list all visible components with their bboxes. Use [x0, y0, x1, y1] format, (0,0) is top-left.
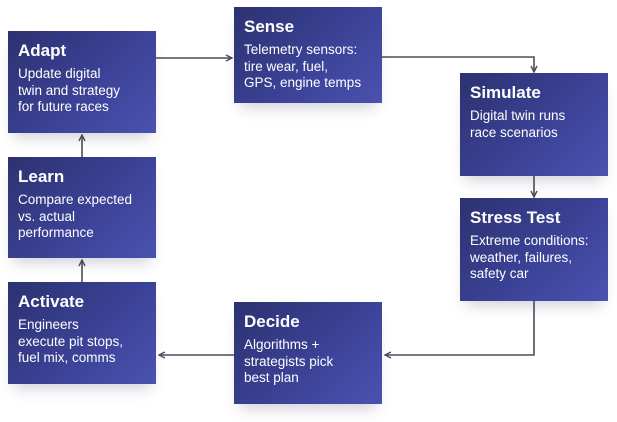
node-sense: Sense Telemetry sensors: tire wear, fuel… [234, 7, 382, 103]
arrow-sense-to-simulate [382, 56, 534, 72]
node-description: Extreme conditions: weather, failures, s… [470, 233, 589, 281]
node-simulate: Simulate Digital twin runs race scenario… [460, 73, 608, 176]
node-decide: Decide Algorithms + strategists pick bes… [234, 302, 382, 404]
node-description: Compare expected vs. actual performance [18, 192, 133, 240]
node-description: Algorithms + strategists pick best plan [244, 337, 334, 385]
node-title: Decide [244, 312, 300, 331]
node-description: Telemetry sensors: tire wear, fuel, GPS,… [244, 42, 362, 90]
node-title: Stress Test [470, 208, 561, 227]
node-learn: Learn Compare expected vs. actual perfor… [8, 157, 156, 258]
node-stress-test: Stress Test Extreme conditions: weather,… [460, 198, 608, 301]
node-description: Update digital twin and strategy for fut… [18, 66, 121, 114]
node-activate: Activate Engineers execute pit stops, fu… [8, 282, 156, 384]
node-title: Sense [244, 17, 295, 36]
node-adapt: Adapt Update digital twin and strategy f… [8, 31, 156, 133]
arrow-stress-test-to-decide [385, 301, 535, 355]
node-description: Digital twin runs race scenarios [470, 108, 566, 140]
node-description: Engineers execute pit stops, fuel mix, c… [18, 317, 124, 365]
node-title: Simulate [470, 83, 541, 102]
node-title: Learn [18, 167, 65, 186]
node-title: Adapt [18, 41, 67, 60]
node-title: Activate [18, 292, 85, 311]
